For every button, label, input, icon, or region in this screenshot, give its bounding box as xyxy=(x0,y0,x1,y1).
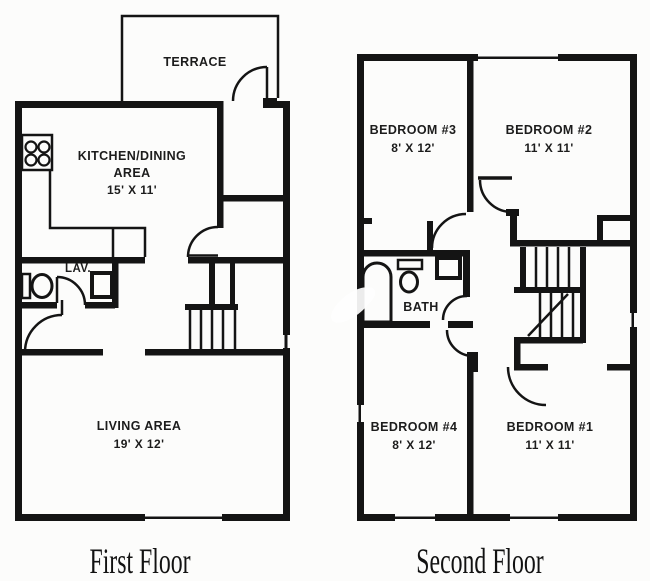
bath-door-arc-icon xyxy=(441,294,468,321)
second-floor-plan: BEDROOM #3 8' X 12' BEDROOM #2 11' X 11'… xyxy=(331,54,637,521)
window-icon xyxy=(145,516,222,519)
toilet-icon xyxy=(20,272,54,300)
bedroom1-label: BEDROOM #1 xyxy=(507,420,594,434)
bedroom3-label: BEDROOM #3 xyxy=(370,123,457,137)
scan-artifact xyxy=(331,287,376,323)
toilet-icon xyxy=(396,258,424,294)
closet-door-arc-icon xyxy=(186,225,219,258)
bath-label: BATH xyxy=(403,300,438,314)
bathtub-icon xyxy=(361,261,393,324)
bedroom2-dims: 11' X 11' xyxy=(524,141,573,155)
bedroom4-label: BEDROOM #4 xyxy=(371,420,458,434)
window-icon xyxy=(358,405,361,422)
stove-icon xyxy=(20,133,54,172)
bedroom4-door-arc-icon xyxy=(445,329,474,358)
stairs-icon xyxy=(527,247,575,337)
living-label: LIVING AREA xyxy=(97,419,182,433)
window-icon xyxy=(510,516,558,519)
second-floor-doors xyxy=(430,176,547,407)
first-floor-plan: TERRACE KITCHEN/DINING AREA 15' X 11' LA… xyxy=(15,14,290,521)
second-floor-interior-walls xyxy=(357,54,630,521)
first-floor-interior-walls xyxy=(15,101,290,356)
bedroom3-door-arc-icon xyxy=(430,212,467,249)
bedroom1-dims: 11' X 11' xyxy=(525,438,574,452)
bedroom4-dims: 8' X 12' xyxy=(392,438,436,452)
living-dims: 19' X 12' xyxy=(114,437,165,451)
lav-label: LAV. xyxy=(65,263,91,275)
sink-icon xyxy=(90,271,114,299)
stairs-icon xyxy=(188,310,237,349)
window-icon xyxy=(395,516,435,519)
lav-door-arc-icon xyxy=(56,275,87,306)
first-floor-title: First Floor xyxy=(89,541,191,581)
floorplan-drawing: TERRACE KITCHEN/DINING AREA 15' X 11' LA… xyxy=(15,14,637,521)
window-icon xyxy=(631,313,634,327)
second-floor-title: Second Floor xyxy=(416,541,544,581)
window-icon xyxy=(478,56,558,59)
hall-door-arc-icon xyxy=(23,313,63,353)
first-floor-outer-walls xyxy=(15,101,290,521)
kitchen-label-line2: AREA xyxy=(113,166,150,180)
linen-closet-icon xyxy=(435,256,462,280)
terrace-door-arc-icon xyxy=(231,65,268,102)
bedroom2-label: BEDROOM #2 xyxy=(506,123,593,137)
bedroom1-door-arc-icon xyxy=(506,366,547,407)
stair-break-line-icon xyxy=(527,293,569,337)
terrace-label: TERRACE xyxy=(163,55,226,69)
bedroom3-dims: 8' X 12' xyxy=(391,141,435,155)
first-floor-doors xyxy=(23,225,219,353)
window-icon xyxy=(284,335,288,348)
kitchen-counter-icon xyxy=(48,170,147,257)
kitchen-label: KITCHEN/DINING xyxy=(78,149,186,163)
bedroom2-door-arc-icon xyxy=(478,179,513,214)
kitchen-dims: 15' X 11' xyxy=(107,183,157,197)
